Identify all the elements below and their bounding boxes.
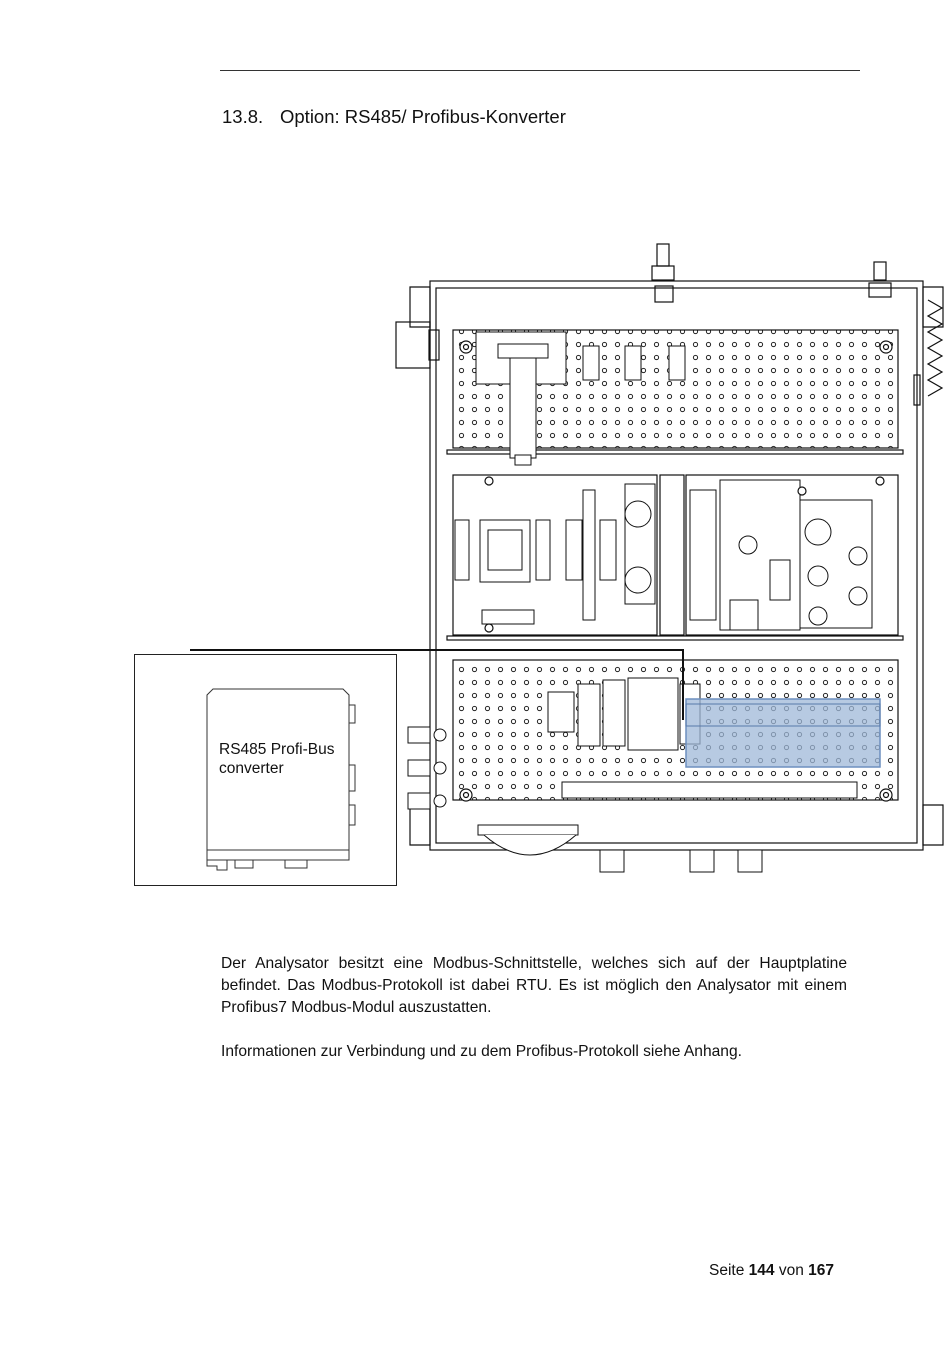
cabinet-outer — [429, 280, 924, 851]
section-number: 13.8. — [222, 106, 264, 127]
section-heading: 13.8. Option: RS485/ Profibus-Konverter — [222, 106, 566, 128]
converter-icon — [206, 688, 356, 871]
paragraph-modbus: Der Analysator besitzt eine Modbus-Schni… — [221, 955, 847, 1016]
page-total: 167 — [808, 1262, 835, 1279]
paragraph-info: Informationen zur Verbindung und zu dem … — [221, 1043, 742, 1060]
callout-label: RS485 Profi-Bus converter — [219, 740, 334, 778]
footer-prefix: Seite — [709, 1262, 745, 1279]
highlight-area — [685, 698, 881, 768]
callout-label-line1: RS485 Profi-Bus — [219, 741, 335, 758]
footer-middle: von — [778, 1262, 804, 1279]
callout-label-line2: converter — [219, 760, 284, 777]
section-title: Option: RS485/ Profibus-Konverter — [280, 106, 566, 127]
page-footer: Seite 144 von 167 — [709, 1262, 834, 1280]
callout-box — [134, 654, 397, 886]
header-rule — [220, 70, 860, 71]
page-number: 144 — [748, 1262, 775, 1279]
body-text: Der Analysator besitzt eine Modbus-Schni… — [221, 953, 847, 1063]
